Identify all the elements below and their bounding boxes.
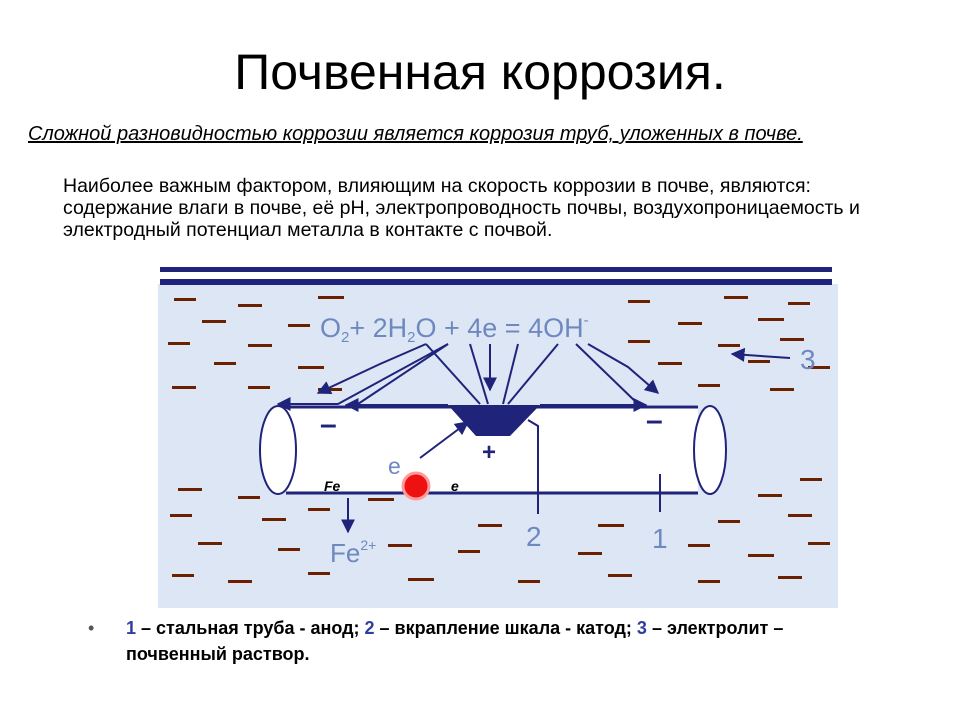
fe-atom-label: Fe	[324, 478, 341, 494]
scale-inclusion-cathode	[448, 405, 540, 436]
label-1: 1	[652, 523, 668, 554]
reaction-arrows	[276, 343, 660, 412]
legend-number-3: 3	[636, 618, 647, 638]
subtitle: Сложной разновидностью коррозии является…	[28, 123, 803, 145]
page-title: Почвенная коррозия.	[234, 44, 726, 100]
ground-surface-line-bottom	[160, 279, 832, 285]
electron-dot	[401, 471, 431, 501]
pipe-left-end	[259, 405, 297, 495]
label-3: 3	[800, 344, 816, 375]
legend-text-3: – электролит – почвенный раствор.	[126, 618, 784, 664]
cathode-reaction-formula: O2+ 2H2O + 4e = 4OH-	[320, 312, 589, 346]
legend-number-1: 1	[126, 618, 137, 638]
fe-ion-label: Fe2+	[330, 537, 376, 568]
pipe-right-end	[693, 405, 727, 495]
cathode-plus-sign: +	[482, 439, 496, 466]
electron-flow-arrow	[419, 421, 470, 459]
legend-text-2: – вкрапление шкала - катод;	[374, 618, 637, 638]
bullet: •	[88, 618, 95, 638]
legend-number-2: 2	[364, 618, 375, 638]
electron-label: e	[388, 453, 401, 479]
leader-line-2	[527, 419, 539, 514]
anode-minus-right: –	[646, 404, 663, 437]
electron-small-label: e	[451, 478, 459, 494]
legend-text-1: – стальная труба - анод;	[136, 618, 365, 638]
soil-corrosion-diagram: O2+ 2H2O + 4e = 4OH- e – – + Fe e Fe2+ 2…	[158, 267, 838, 608]
label-3-arrow	[730, 347, 791, 362]
ground-surface-line-top	[160, 267, 832, 272]
label-2: 2	[526, 521, 542, 552]
anode-minus-left: –	[320, 408, 337, 441]
intro-paragraph: Наиболее важным фактором, влияющим на ск…	[63, 175, 860, 241]
